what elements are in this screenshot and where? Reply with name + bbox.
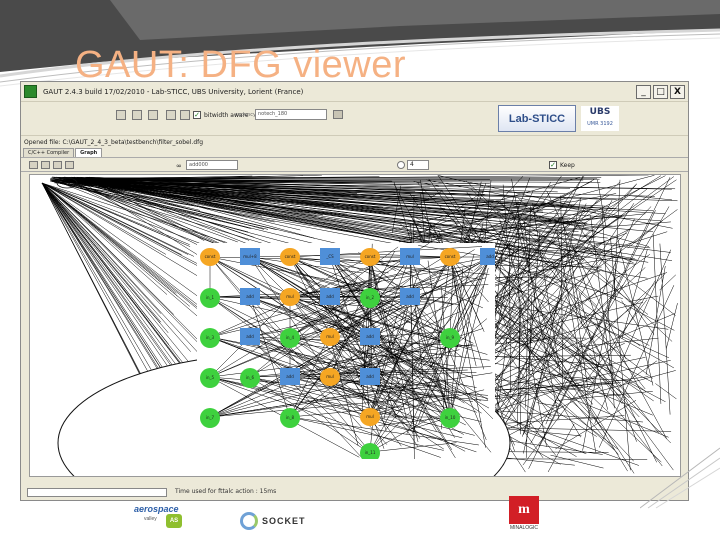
ubs-logo: UBS UMR 3192 [581,106,619,131]
dfg-node[interactable]: const [280,248,300,266]
graph-tool-icon-1[interactable] [29,161,38,169]
zoom-source-ellipse [56,177,78,189]
dfg-node[interactable]: in_11 [360,443,380,459]
keep-checkbox[interactable]: ✓ [549,161,557,169]
dfg-node[interactable]: in_1 [200,288,220,308]
status-progress [27,488,167,497]
window-titlebar: GAUT 2.4.3 build 17/02/2010 - Lab-STICC,… [21,82,688,102]
bitwidth-label: bitwidth aware [204,111,249,119]
socket-text: SOCKET [262,516,306,526]
window-title: GAUT 2.4.3 build 17/02/2010 - Lab-STICC,… [43,87,304,96]
zoom-stepper[interactable]: 4 [407,160,429,170]
library-select[interactable]: notech_180 [255,109,327,120]
dfg-node[interactable]: _CS [320,248,340,265]
ubs-logo-text: UBS [589,107,611,117]
tool-icon-4[interactable] [166,110,176,120]
socket-ring-icon [240,512,258,530]
dfg-node[interactable]: add [480,248,495,265]
minimize-button[interactable]: _ [636,84,651,99]
minalogic-logo: m MINALOGIC [505,496,543,534]
keep-option[interactable]: ✓ Keep [549,161,575,169]
zoom-icon[interactable] [397,161,405,169]
dfg-node[interactable]: add [240,288,260,305]
bitwidth-aware-option[interactable]: ✓ bitwidth aware [193,111,249,119]
graph-tool-icon-4[interactable] [65,161,74,169]
dfg-node[interactable]: add [360,368,380,385]
aerospace-text: aerospace [134,504,179,514]
dfg-node[interactable]: add [360,328,380,345]
lab-sticc-logo: Lab-STICC [498,105,576,132]
folder-icon[interactable] [333,110,343,119]
binoculars-icon[interactable]: ∞ [176,162,182,170]
tool-icon-2[interactable] [132,110,142,120]
tab-compiler[interactable]: C/C++ Compiler [23,148,75,157]
tab-graph[interactable]: Graph [75,148,103,157]
socket-logo: SOCKET [240,510,312,532]
keep-label: Keep [560,161,575,169]
dfg-node[interactable]: in_3 [200,328,220,348]
dfg-node[interactable]: mul [400,248,420,265]
main-toolbar: ✓ bitwidth aware cadency notech_180 Lab-… [21,102,688,136]
minalogic-text: MINALOGIC [509,525,539,531]
slide-title: GAUT: DFG viewer [75,44,407,86]
dfg-node[interactable]: in_2 [360,288,380,308]
tool-icon-3[interactable] [148,110,158,120]
dfg-node[interactable]: add [240,328,260,345]
aerospace-sub: valley [144,516,157,522]
maximize-button[interactable]: □ [653,84,668,99]
dfg-node[interactable]: in_9 [440,328,460,348]
opened-file-label: Opened file: C:\GAUT_2_4_3_beta\testbenc… [24,139,204,146]
status-text: Time used for fttalc action : 15ms [175,488,277,495]
bitwidth-checkbox[interactable]: ✓ [193,111,201,119]
window-controls: _ □ X [636,84,685,99]
node-search-select[interactable]: add000 [186,160,238,170]
decorative-lines [640,447,720,509]
close-button[interactable]: X [670,84,685,99]
dfg-node[interactable]: mul [320,328,340,346]
graph-tool-icon-3[interactable] [53,161,62,169]
cadency-label: cadency [235,112,256,118]
dfg-node[interactable]: in_7 [200,408,220,428]
tool-icon-1[interactable] [116,110,126,120]
dfg-node[interactable]: mul [320,368,340,386]
ubs-logo-sub: UMR 3192 [587,121,613,127]
aerospace-valley-logo: aerospace valley AS [130,500,186,532]
dfg-node[interactable]: const [200,248,220,266]
aerospace-tag: AS [166,514,182,528]
minalogic-mark: m [509,496,539,524]
dfg-node[interactable]: add [320,288,340,305]
status-bar: Time used for fttalc action : 15ms [27,487,681,498]
dfg-node[interactable]: in_4 [280,328,300,348]
header-swoosh [0,0,720,87]
dfg-node[interactable]: in_5 [200,368,220,388]
dfg-node[interactable]: mul [360,408,380,426]
dfg-node[interactable]: in_10 [440,408,460,428]
tool-icon-5[interactable] [180,110,190,120]
dfg-node[interactable]: in_6 [240,368,260,388]
tab-bar: C/C++ Compiler Graph [21,148,688,157]
app-icon [24,85,37,98]
dfg-node[interactable]: const [360,248,380,266]
dfg-node[interactable]: mul [280,288,300,306]
dfg-node[interactable]: add [400,288,420,305]
dfg-node[interactable]: mul+8 [240,248,260,265]
dfg-node[interactable]: add [280,368,300,385]
graph-tool-icon-2[interactable] [41,161,50,169]
dfg-node[interactable]: in_8 [280,408,300,428]
graph-toolbar: ∞ add000 4 ✓ Keep [21,157,688,172]
dfg-node[interactable]: const [440,248,460,266]
